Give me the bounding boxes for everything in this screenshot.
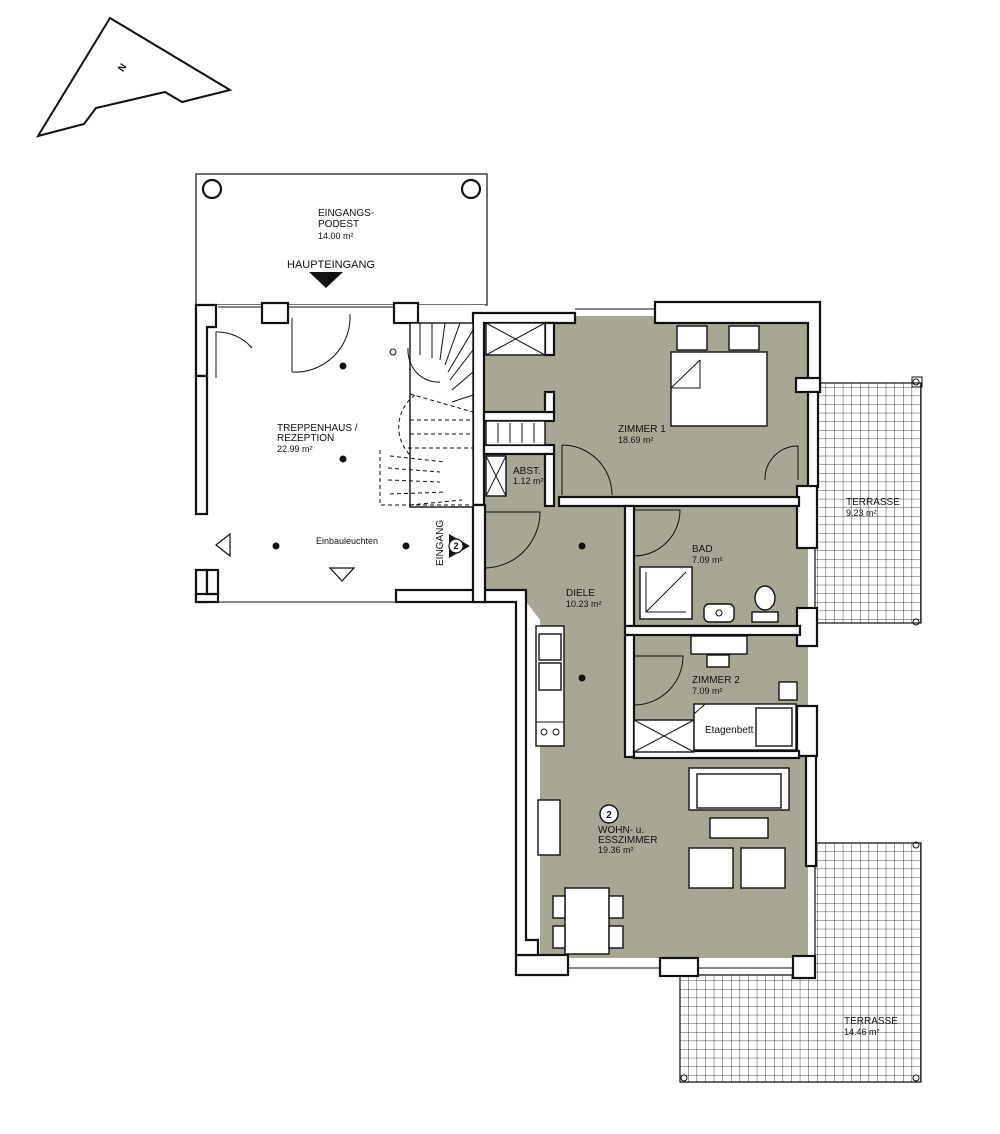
terrasse2-name: TERRASSE — [844, 1016, 898, 1027]
main-entrance-label: HAUPTEINGANG — [287, 259, 375, 271]
stair-area: 22.99 m² — [277, 444, 313, 454]
abst-name: ABST. — [513, 466, 541, 477]
terrace-1-area — [814, 382, 922, 624]
podest-area: 14.00 m² — [318, 231, 354, 241]
hall-marker-bottom — [328, 567, 356, 582]
toilet — [751, 585, 779, 623]
bad-area: 7.09 m² — [692, 555, 723, 565]
north-arrow: N — [35, 16, 233, 138]
abst-area: 1.12 m² — [513, 476, 544, 486]
wardrobe-storage — [485, 420, 546, 446]
dining-table — [552, 887, 624, 955]
unit-entrance-marker: 2 — [448, 534, 470, 558]
stair-name-1: TREPPENHAUS / — [277, 423, 358, 434]
wohn-name-1: WOHN- u. — [598, 825, 644, 836]
bunk-bed — [693, 703, 797, 751]
shower — [639, 566, 693, 620]
armchair-left — [688, 847, 734, 889]
washbasin — [703, 603, 735, 623]
terrasse1-area: 9.23 m² — [846, 508, 877, 518]
staircase — [379, 322, 474, 508]
wardrobe-zimmer-2 — [633, 719, 695, 753]
terrasse1-name: TERRASSE — [846, 497, 900, 508]
unit-entrance-number: 2 — [453, 541, 458, 551]
sideboard — [537, 799, 561, 856]
wohn-name-2: ESSZIMMER — [598, 835, 657, 846]
ceiling-lights — [272, 362, 586, 682]
zimmer2-name: ZIMMER 2 — [692, 675, 740, 686]
diele-area: 10.23 m² — [566, 599, 602, 609]
entrance-platform — [195, 173, 488, 306]
unit-number-badge — [599, 804, 619, 824]
bunk-bed-label: Etagenbett — [705, 725, 754, 736]
zimmer1-area: 18.69 m² — [618, 435, 654, 445]
abst-cupboard — [485, 455, 507, 497]
zimmer1-name: ZIMMER 1 — [618, 424, 666, 435]
desk-zimmer-2 — [690, 635, 748, 668]
armchair-right — [740, 847, 786, 889]
wohn-area: 19.36 m² — [598, 845, 634, 855]
diele-name: DIELE — [566, 588, 595, 599]
bad-name: BAD — [692, 544, 713, 555]
podest-name-2: PODEST — [318, 219, 359, 230]
doors — [215, 313, 799, 706]
zimmer2-area: 7.09 m² — [692, 686, 723, 696]
main-entrance-arrow — [309, 272, 343, 288]
podest-name-1: EINGANGS- — [318, 208, 374, 219]
wohn-number: 2 — [606, 810, 612, 821]
terrasse2-area: 14.46 m² — [844, 1027, 880, 1037]
kitchen-counter — [535, 625, 565, 747]
wardrobe-top — [485, 322, 546, 356]
hall-marker-left — [215, 532, 231, 558]
apartment-walls — [471, 300, 822, 980]
double-bed — [670, 325, 768, 427]
stair-name-2: REZEPTION — [277, 433, 334, 444]
stair-hall-walls — [194, 301, 488, 604]
lights-label: Einbauleuchten — [316, 536, 378, 546]
sofa — [688, 767, 790, 811]
coffee-table — [709, 817, 769, 839]
unit-entrance-label: EINGANG — [435, 520, 446, 566]
